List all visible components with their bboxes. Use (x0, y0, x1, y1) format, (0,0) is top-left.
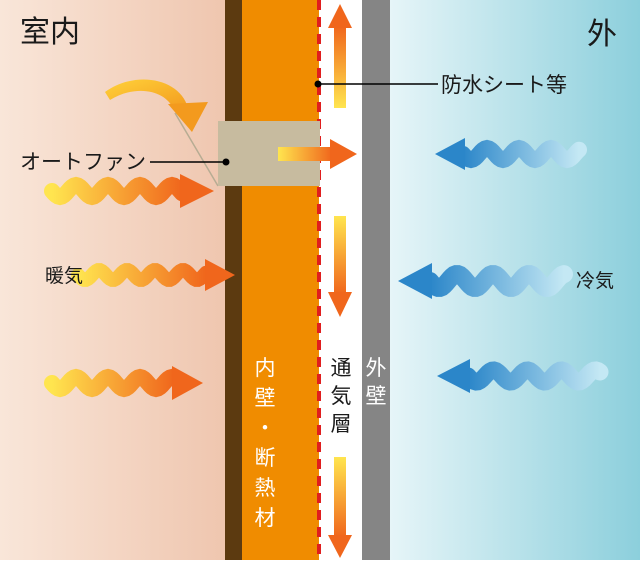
air-layer-up-arrow (328, 4, 352, 108)
warm-air-arrow-3 (44, 366, 203, 400)
cold-air-arrow-2 (398, 263, 573, 299)
air-layer-char: 通 (331, 356, 352, 380)
air-layer-char: 気 (331, 384, 352, 408)
inner-wall-insulation-char: 内 (255, 356, 276, 380)
outdoor-label: 外 (587, 17, 617, 52)
inner-wall-insulation-char: 断 (255, 446, 276, 470)
warm-air-arrow-1 (44, 174, 214, 208)
air-layer-down-arrow-2 (328, 457, 352, 558)
fan-exhaust-arrow (278, 139, 357, 169)
inner-wall-insulation-char: 熱 (255, 476, 276, 500)
interior-board (225, 0, 242, 560)
inner-wall-insulation-char: 壁 (255, 386, 276, 410)
outer-wall-char: 外 (366, 356, 387, 380)
cold-air-arrow-3 (437, 359, 609, 393)
outer-wall-char: 壁 (366, 384, 387, 408)
cold-air-label: 冷気 (576, 270, 614, 292)
air-layer-label: 通気層 (331, 356, 352, 436)
warm-air-label: 暖気 (45, 265, 83, 287)
outer-wall (362, 0, 390, 560)
inner-wall-insulation-char: ・ (255, 416, 276, 440)
auto-fan-callout (150, 158, 230, 166)
air-layer-down-arrow-1 (328, 216, 352, 317)
auto-fan-label: オートファン (20, 150, 146, 174)
air-layer-char: 層 (331, 412, 352, 436)
cold-air-arrow-1 (435, 138, 587, 170)
waterproof-sheet-callout (314, 80, 438, 88)
insulation-layer (242, 0, 319, 560)
intake-curve-arrow (105, 79, 208, 132)
outer-wall-label: 外壁 (366, 356, 387, 408)
inner-wall-insulation-char: 材 (255, 506, 276, 530)
warm-air-arrow-2 (71, 259, 235, 291)
fan-guide-line-top (174, 112, 219, 187)
waterproof-sheet-label: 防水シート等 (441, 73, 567, 97)
indoor-label: 室内 (20, 15, 80, 50)
inner-wall-insulation-label: 内壁・断熱材 (255, 356, 276, 530)
